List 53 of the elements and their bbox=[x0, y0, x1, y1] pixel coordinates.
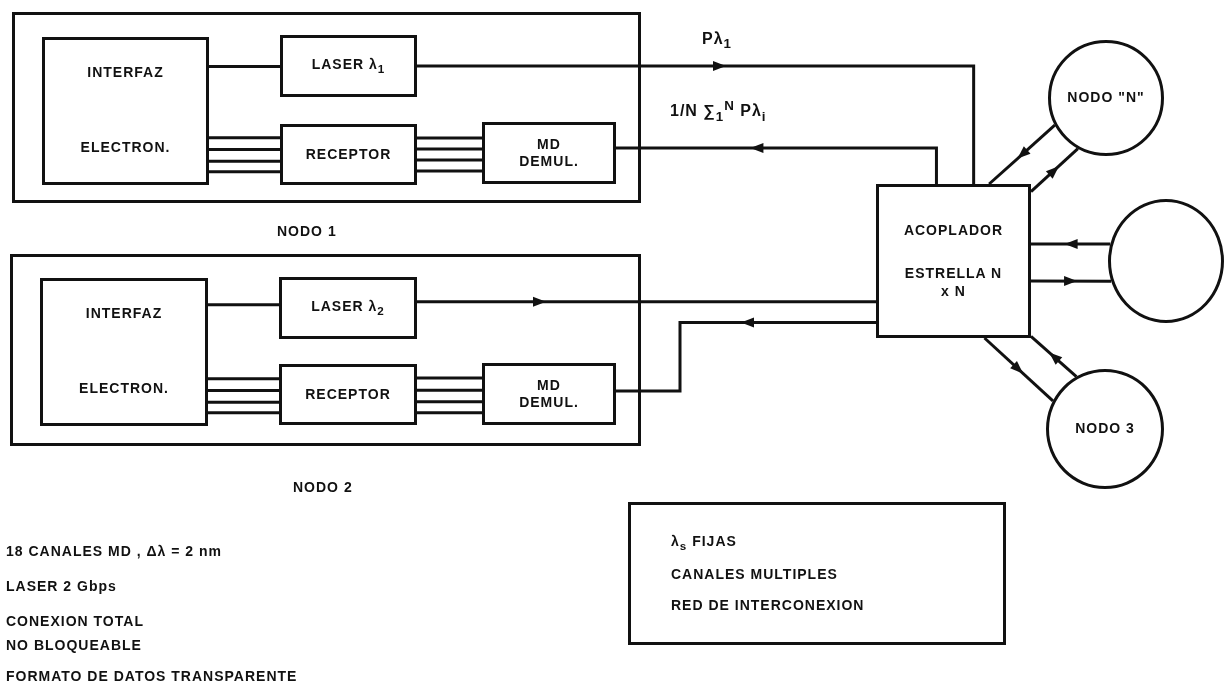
connector-line bbox=[207, 136, 282, 174]
node-text: ACOPLADOR bbox=[902, 221, 1005, 240]
node-text: LASER λ$_{1}$ bbox=[311, 55, 386, 77]
arrow bbox=[1030, 147, 1079, 193]
arrow bbox=[616, 317, 876, 393]
block bbox=[482, 363, 616, 425]
arrow bbox=[983, 336, 1054, 402]
node-title: NODO 1 bbox=[277, 223, 337, 239]
connector-line bbox=[415, 136, 484, 173]
node-text: MD DEMUL. bbox=[518, 135, 580, 171]
coupler-block bbox=[876, 184, 1031, 338]
node-title: NODO 2 bbox=[293, 479, 353, 495]
node-circle bbox=[1048, 40, 1164, 156]
node-text: RED DE INTERCONEXION bbox=[671, 596, 865, 615]
node-text: NODO "N" bbox=[1067, 89, 1145, 107]
node-text: RECEPTOR bbox=[305, 385, 391, 404]
node-text: INTERFAZ bbox=[85, 305, 163, 323]
arrow bbox=[1031, 238, 1111, 249]
connector-line bbox=[209, 65, 280, 69]
connector-line bbox=[415, 376, 484, 415]
note-text: 18 CANALES MD , Δλ = 2 nm bbox=[6, 543, 222, 559]
note-box bbox=[628, 502, 1006, 645]
arrow bbox=[988, 124, 1056, 186]
node-text: ESTRELLA N x N bbox=[903, 265, 1004, 301]
block bbox=[279, 277, 417, 339]
arrow bbox=[417, 61, 976, 184]
node-text: NODO 3 bbox=[1075, 420, 1135, 438]
block bbox=[482, 122, 616, 184]
arrow bbox=[616, 143, 938, 184]
arrow bbox=[417, 296, 876, 307]
node-text: ELECTRON. bbox=[79, 379, 169, 397]
node-circle bbox=[1046, 369, 1164, 489]
node-text: CANALES MULTIPLES bbox=[671, 566, 838, 584]
block bbox=[279, 364, 417, 425]
node-text: ELECTRON. bbox=[80, 138, 171, 156]
interface-block bbox=[40, 278, 208, 426]
block bbox=[280, 35, 417, 97]
block bbox=[280, 124, 417, 185]
note-text: CONEXION TOTAL bbox=[6, 613, 144, 629]
node-text: MD DEMUL. bbox=[518, 376, 580, 412]
node-circle bbox=[1108, 199, 1224, 323]
node-text: RECEPTOR bbox=[305, 145, 392, 164]
note-text: FORMATO DE DATOS TRANSPARENTE bbox=[6, 668, 298, 684]
note-text: LASER 2 Gbps bbox=[6, 578, 117, 594]
note-text: NO BLOQUEABLE bbox=[6, 637, 142, 653]
interface-block bbox=[42, 37, 209, 185]
node-text: LASER λ$_{2}$ bbox=[311, 297, 385, 319]
arrow bbox=[1031, 276, 1112, 287]
connector-line bbox=[208, 303, 279, 307]
node-text: λ$_{s}$ FIJAS bbox=[671, 532, 737, 554]
node-text: INTERFAZ bbox=[87, 64, 164, 82]
connector-line bbox=[206, 377, 281, 415]
arrow bbox=[1030, 335, 1078, 378]
